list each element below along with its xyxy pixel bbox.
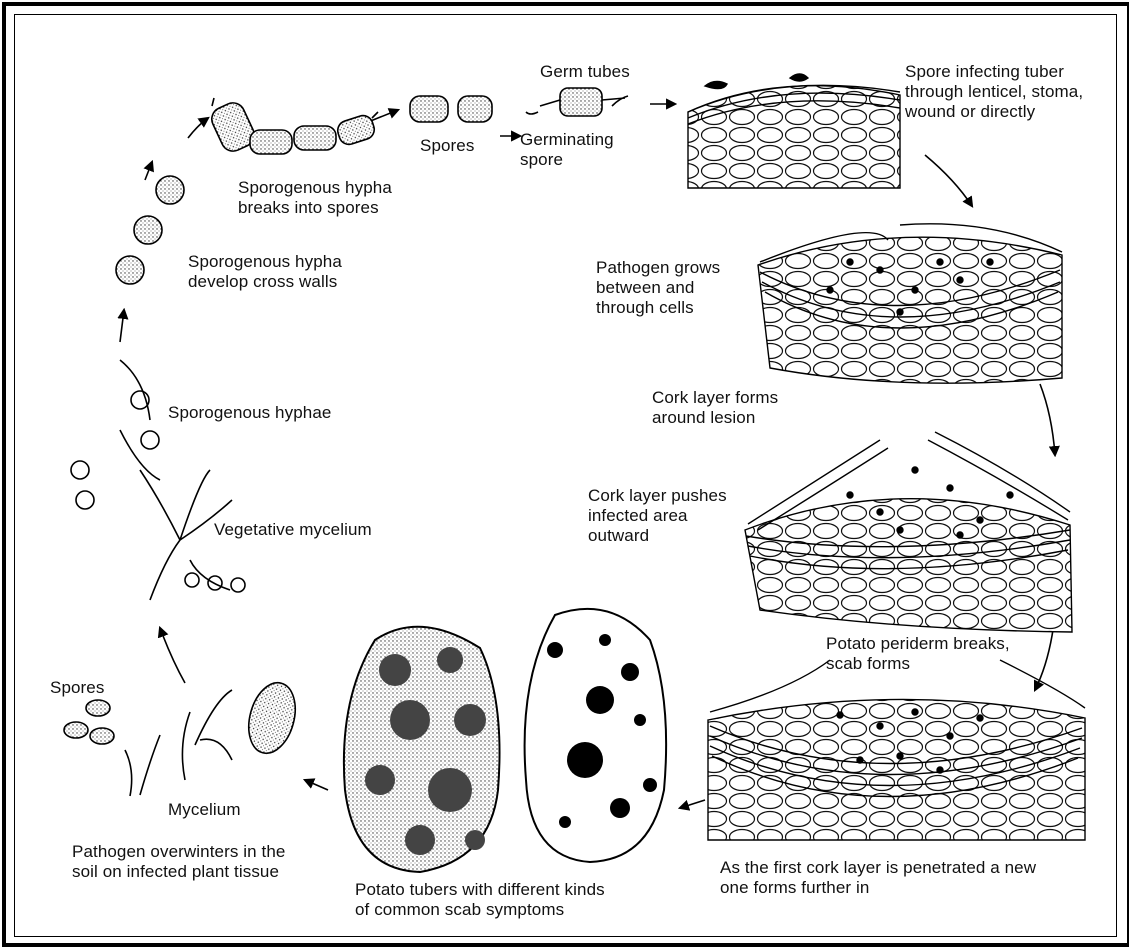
arrow-soil-to-mycelium	[160, 628, 185, 683]
cork-forms-label: Cork layer forms around lesion	[652, 388, 778, 428]
germinating-spore-label: Germinating spore	[520, 130, 614, 170]
arrow-mycelium-to-hyphae	[120, 310, 124, 342]
tissue-panel-pushes	[745, 432, 1072, 632]
sporogenous-hyphae-label: Sporogenous hyphae	[168, 403, 331, 423]
vegetative-mycelium-label: Vegetative mycelium	[214, 520, 372, 540]
arrow-up-to-chain	[188, 118, 208, 138]
arrow-scab-to-tubers	[680, 800, 705, 808]
tuber-right	[525, 609, 667, 862]
germ-tubes-label: Germ tubes	[540, 62, 630, 82]
germinating-spore-drawing	[526, 88, 628, 116]
tuber-left	[344, 627, 500, 872]
overwinters-label: Pathogen overwinters in the soil on infe…	[72, 842, 285, 882]
tissue-panel-scab	[708, 660, 1085, 840]
tubers-label: Potato tubers with different kinds of co…	[355, 880, 605, 920]
first-cork-label: As the first cork layer is penetrated a …	[720, 858, 1036, 898]
arrow-hyphae-up	[145, 162, 152, 180]
hyphae-drawing	[71, 360, 245, 600]
hypha-cross-walls-label: Sporogenous hypha develop cross walls	[188, 252, 342, 292]
arrow-tubers-to-soil	[305, 780, 328, 790]
tissue-panel-infection	[688, 74, 900, 188]
arrow-grow-to-push	[1040, 384, 1055, 455]
periderm-breaks-label: Potato periderm breaks, scab forms	[826, 634, 1010, 674]
mycelium-label: Mycelium	[168, 800, 241, 820]
coiled-hyphae	[116, 176, 184, 284]
spores-top-label: Spores	[420, 136, 474, 156]
arrow-chain-to-spores	[368, 110, 398, 122]
arrow-infect-to-grow	[925, 155, 972, 206]
pathogen-grows-label: Pathogen grows between and through cells	[596, 258, 720, 318]
hypha-breaks-label: Sporogenous hypha breaks into spores	[238, 178, 392, 218]
tissue-panel-grows	[758, 224, 1062, 383]
spore-infecting-label: Spore infecting tuber through lenticel, …	[905, 62, 1083, 122]
spore-chain	[208, 98, 378, 155]
spores-bottom-label: Spores	[50, 678, 104, 698]
free-spores	[410, 96, 492, 122]
cork-pushes-label: Cork layer pushes infected area outward	[588, 486, 727, 546]
